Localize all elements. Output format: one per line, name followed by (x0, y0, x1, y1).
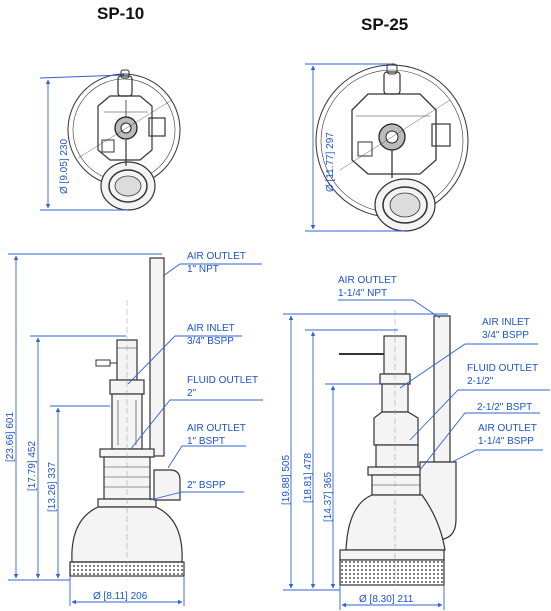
sp10-callout-2-line2: 3/4" BSPP (187, 336, 234, 347)
sp25-callout-5-line2: 1-1/4" BSPP (478, 436, 534, 447)
sp10-callout-1-line1: AIR OUTLET (187, 251, 246, 262)
sp25-callout-3-line2: 2-1/2" (467, 376, 494, 387)
sp10-inlet-height: [17.79] 452 (27, 441, 38, 491)
sp10-top-view (39, 69, 181, 211)
sp25-side-view (283, 299, 550, 610)
sp25-callout-4-line1: 2-1/2" BSPT (477, 402, 532, 413)
sp10-base-diameter: Ø [8.11] 206 (93, 591, 148, 602)
sp10-callout-3-line1: FLUID OUTLET (187, 375, 258, 386)
sp25-callout-3-line1: FLUID OUTLET (467, 363, 538, 374)
model-title-sp25: SP-25 (361, 15, 408, 34)
sp10-callout-4-line1: AIR OUTLET (187, 423, 246, 434)
sp10-top-diameter: Ø [9.05] 230 (59, 139, 70, 194)
sp25-callout-2-line1: AIR INLET (482, 317, 530, 328)
sp25-callout-1-line2: 1-1/4" NPT (338, 288, 387, 299)
sp10-side-view (8, 253, 263, 606)
model-title-sp10: SP-10 (97, 4, 144, 23)
sp10-callout-2-line1: AIR INLET (187, 323, 235, 334)
sp25-outlet-height: [14.37] 365 (323, 472, 334, 522)
sp25-overall-height: [19.88] 505 (281, 455, 292, 505)
sp25-top-diameter: Ø [11.77] 297 (325, 132, 336, 192)
sp10-callout-3-line2: 2" (187, 388, 197, 399)
sp25-base-diameter: Ø [8.30] 211 (359, 594, 414, 605)
sp25-callout-5-line1: AIR OUTLET (478, 423, 537, 434)
sp25-callout-2-line2: 3/4" BSPP (482, 330, 529, 341)
sp10-callout-4-line2: 1" BSPT (187, 436, 225, 447)
sp25-callout-1-line1: AIR OUTLET (338, 275, 397, 286)
sp10-outlet-height: [13.26] 337 (47, 462, 58, 512)
sp25-top-view (305, 63, 469, 232)
sp10-callout-1-line2: 1" NPT (187, 264, 219, 275)
sp25-inlet-height: [18.81] 478 (303, 453, 314, 503)
sp10-overall-height: [23.66] 601 (5, 412, 16, 462)
sp10-callout-5-line1: 2" BSPP (187, 480, 226, 491)
